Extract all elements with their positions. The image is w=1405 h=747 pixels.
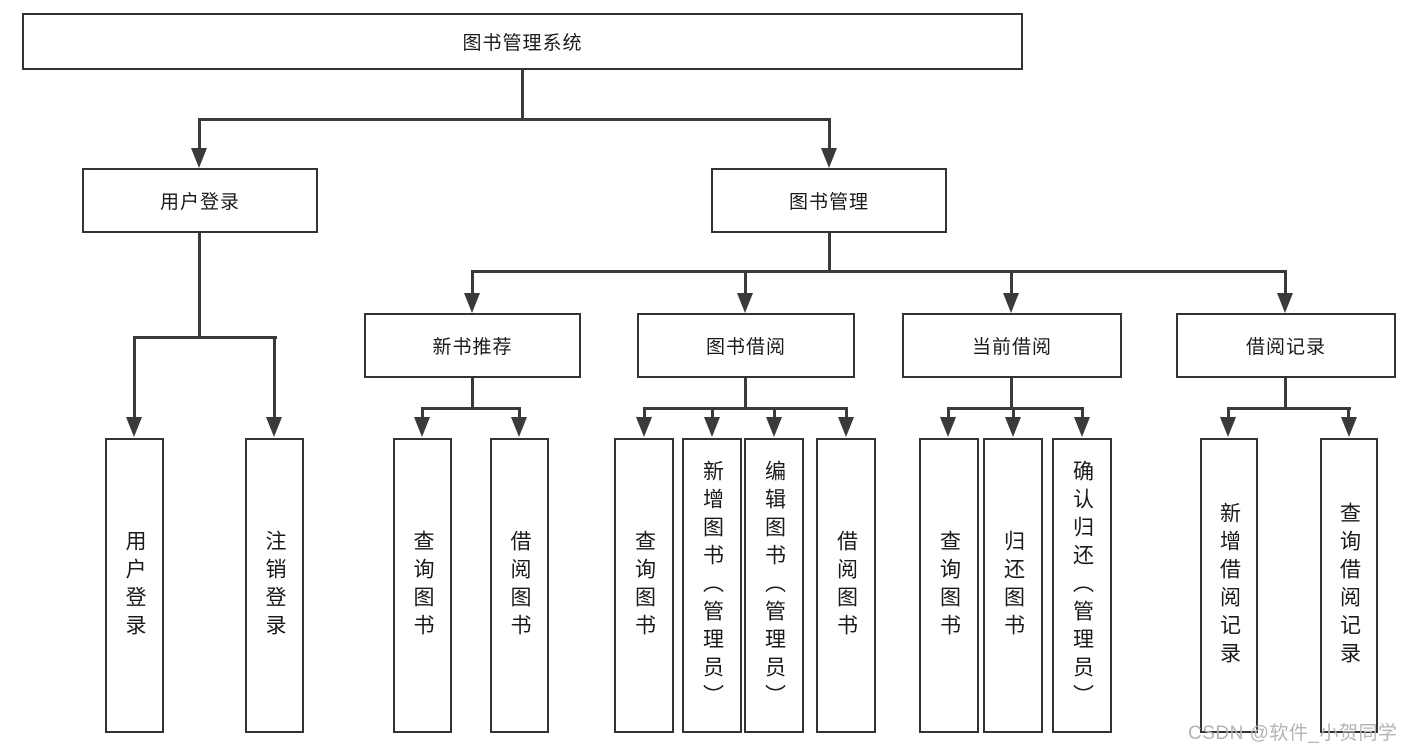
- connector-line: [1284, 378, 1287, 407]
- connector-line: [828, 233, 831, 270]
- node-library-management-system: 图书管理系统: [22, 13, 1023, 70]
- connector-line: [198, 118, 201, 150]
- arrow-down-icon: [737, 293, 753, 313]
- arrow-down-icon: [1220, 417, 1236, 437]
- connector-line: [1010, 378, 1013, 407]
- arrow-down-icon: [1005, 417, 1021, 437]
- node-label: 图书借阅: [705, 337, 786, 358]
- arrow-down-icon: [126, 417, 142, 437]
- arrow-down-icon: [1341, 417, 1357, 437]
- arrow-down-icon: [464, 293, 480, 313]
- connector-line: [1081, 407, 1084, 419]
- node-label: 图书管理系统: [462, 33, 583, 54]
- node-book-borrowing: 图书借阅: [637, 313, 855, 378]
- leaf-label: 编辑图书（管理员）: [762, 459, 786, 712]
- connector-line: [421, 407, 521, 410]
- connector-line: [947, 407, 1084, 410]
- connector-line: [471, 270, 474, 295]
- arrow-down-icon: [1277, 293, 1293, 313]
- connector-line: [198, 118, 831, 121]
- arrow-down-icon: [636, 417, 652, 437]
- connector-line: [643, 407, 646, 419]
- node-label: 借阅记录: [1245, 337, 1326, 358]
- node-label: 新书推荐: [432, 337, 513, 358]
- leaf-logout: 注销登录: [245, 438, 304, 733]
- node-user-login: 用户登录: [82, 168, 318, 233]
- connector-line: [845, 407, 848, 419]
- leaf-label: 新增图书（管理员）: [700, 459, 724, 712]
- node-label: 当前借阅: [971, 337, 1052, 358]
- connector-line: [643, 407, 848, 410]
- leaf-cb-query-books: 查询图书: [919, 438, 979, 733]
- leaf-bb-borrow-books: 借阅图书: [816, 438, 876, 733]
- leaf-rec-borrow-books: 借阅图书: [490, 438, 549, 733]
- node-label: 图书管理: [788, 192, 869, 213]
- leaf-label: 查询图书: [632, 529, 656, 642]
- connector-line: [744, 378, 747, 407]
- connector-line: [133, 336, 136, 419]
- node-current-borrowing: 当前借阅: [902, 313, 1122, 378]
- arrow-down-icon: [821, 148, 837, 168]
- leaf-label: 新增借阅记录: [1217, 501, 1241, 670]
- leaf-label: 归还图书: [1001, 529, 1025, 642]
- leaf-label: 查询借阅记录: [1337, 501, 1361, 670]
- connector-line: [471, 378, 474, 407]
- arrow-down-icon: [191, 148, 207, 168]
- connector-line: [198, 233, 201, 336]
- arrow-down-icon: [838, 417, 854, 437]
- arrow-down-icon: [1074, 417, 1090, 437]
- connector-line: [773, 407, 776, 419]
- connector-line: [1012, 407, 1015, 419]
- node-new-book-recommendation: 新书推荐: [364, 313, 581, 378]
- connector-line: [744, 270, 747, 295]
- arrow-down-icon: [940, 417, 956, 437]
- connector-line: [471, 270, 1287, 273]
- leaf-bb-add-books-admin: 新增图书（管理员）: [682, 438, 742, 733]
- leaf-user-login: 用户登录: [105, 438, 164, 733]
- connector-line: [521, 70, 524, 118]
- leaf-label: 借阅图书: [834, 529, 858, 642]
- connector-line: [133, 336, 277, 339]
- leaf-label: 注销登录: [263, 529, 286, 642]
- connector-line: [1284, 270, 1287, 295]
- leaf-label: 用户登录: [123, 529, 146, 642]
- node-borrowing-records: 借阅记录: [1176, 313, 1396, 378]
- leaf-br-add-record: 新增借阅记录: [1200, 438, 1258, 733]
- connector-line: [1347, 407, 1350, 419]
- connector-line: [947, 407, 950, 419]
- connector-line: [273, 336, 276, 419]
- arrow-down-icon: [266, 417, 282, 437]
- arrow-down-icon: [414, 417, 430, 437]
- arrow-down-icon: [766, 417, 782, 437]
- leaf-bb-query-books: 查询图书: [614, 438, 674, 733]
- arrow-down-icon: [511, 417, 527, 437]
- arrow-down-icon: [704, 417, 720, 437]
- connector-line: [711, 407, 714, 419]
- arrow-down-icon: [1003, 293, 1019, 313]
- leaf-label: 借阅图书: [508, 529, 531, 642]
- connector-line: [1010, 270, 1013, 295]
- leaf-label: 查询图书: [937, 529, 961, 642]
- leaf-br-query-record: 查询借阅记录: [1320, 438, 1378, 733]
- connector-line: [1227, 407, 1230, 419]
- connector-line: [828, 118, 831, 150]
- connector-line: [518, 407, 521, 419]
- leaf-label: 确认归还（管理员）: [1070, 459, 1094, 712]
- leaf-label: 查询图书: [411, 529, 434, 642]
- node-book-management: 图书管理: [711, 168, 947, 233]
- leaf-cb-return-books: 归还图书: [983, 438, 1043, 733]
- leaf-cb-confirm-return-admin: 确认归还（管理员）: [1052, 438, 1112, 733]
- node-label: 用户登录: [159, 192, 240, 213]
- leaf-bb-edit-books-admin: 编辑图书（管理员）: [744, 438, 804, 733]
- csdn-watermark: CSDN @软件_小贺同学: [1188, 723, 1398, 744]
- connector-line: [421, 407, 424, 419]
- connector-line: [1228, 407, 1351, 410]
- leaf-rec-query-books: 查询图书: [393, 438, 452, 733]
